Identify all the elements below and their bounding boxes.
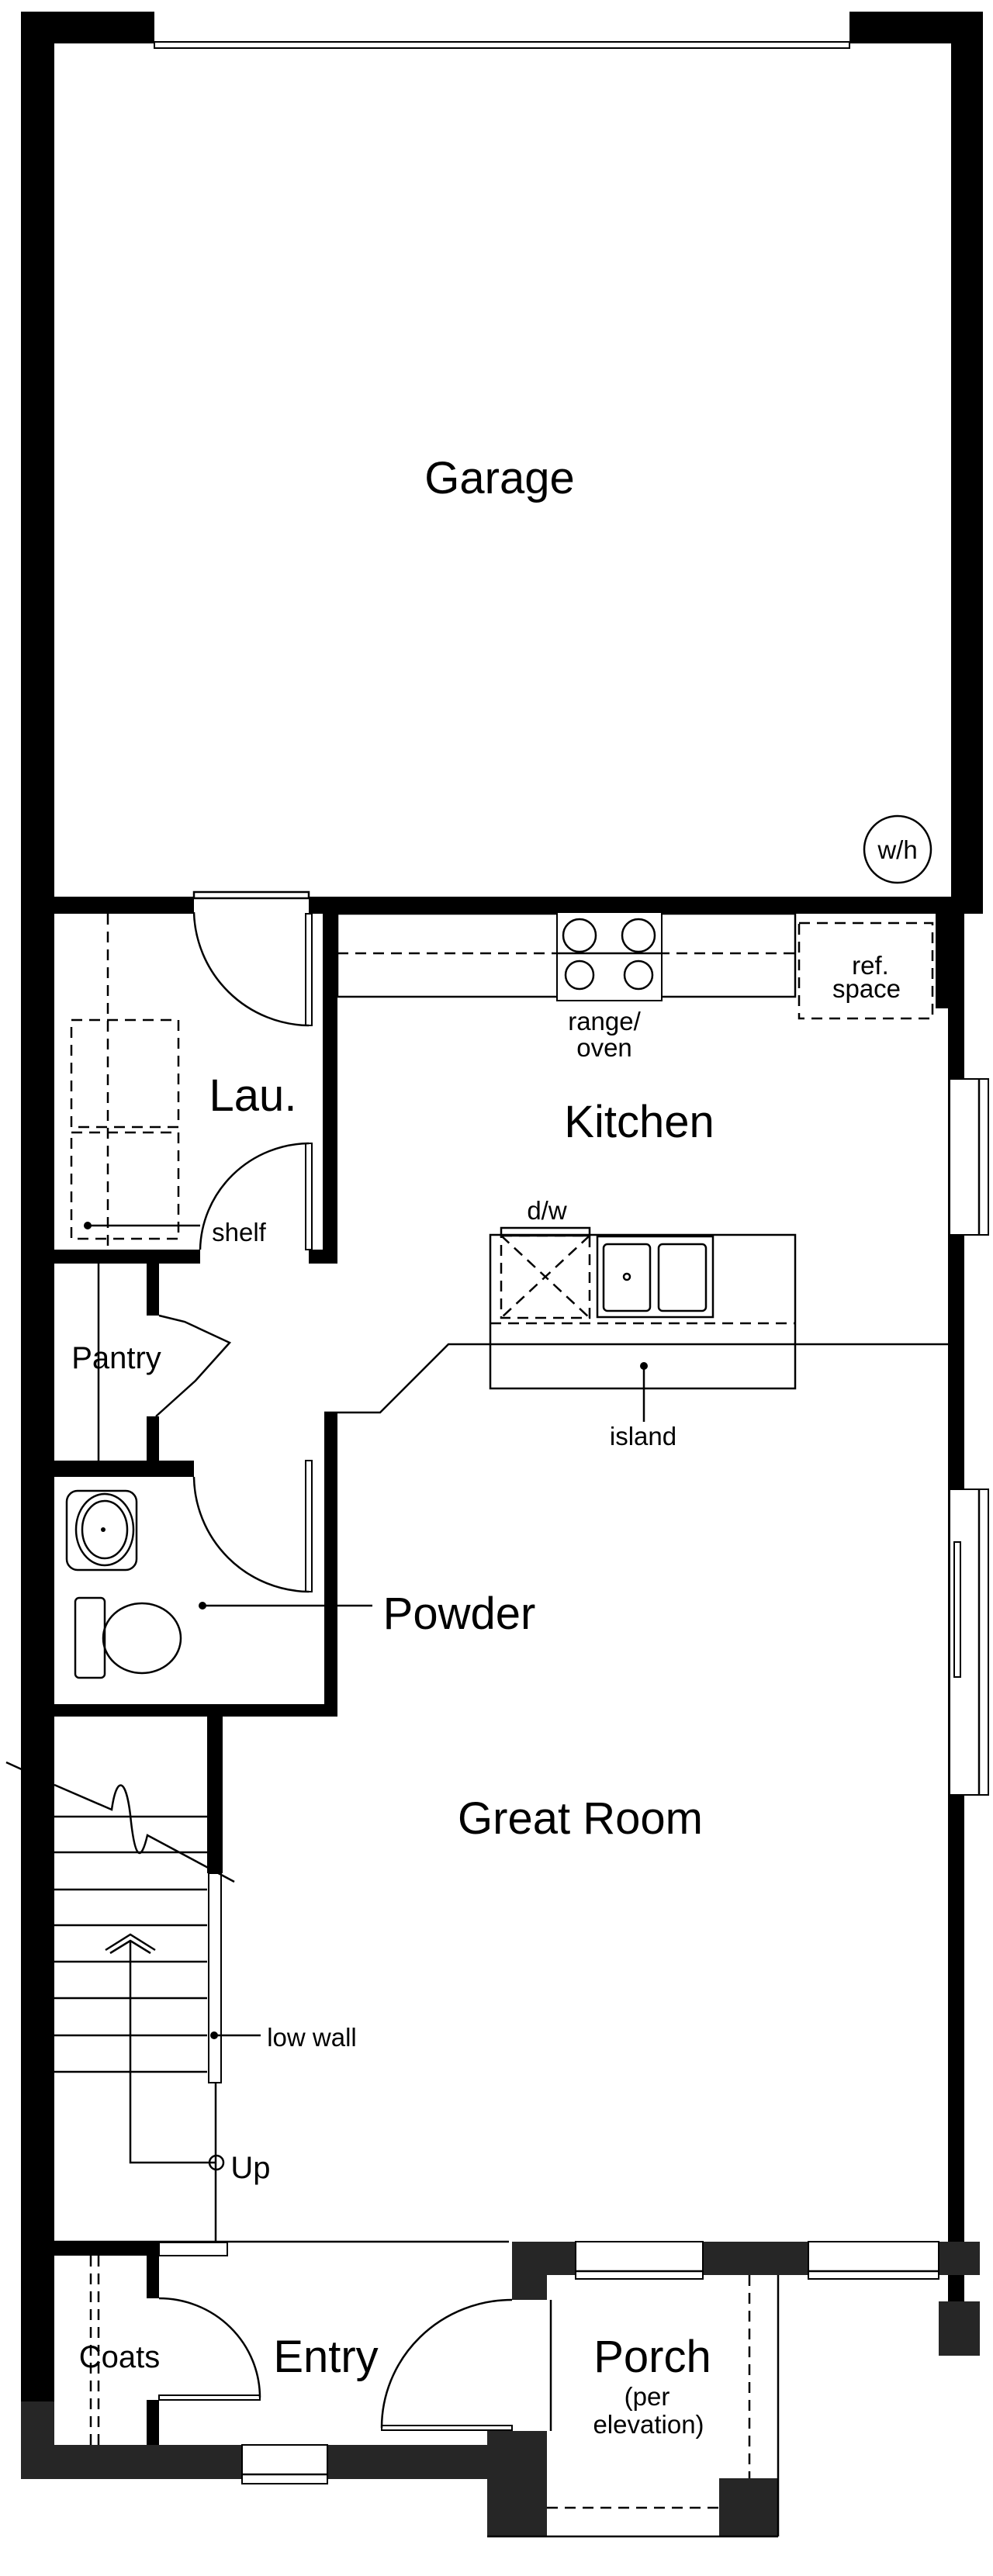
laundry-door-header [192, 890, 310, 900]
kitchen-window [949, 1078, 989, 1236]
porch-note-2: elevation) [593, 2410, 704, 2439]
ref-label-2: space [832, 974, 901, 1003]
garage-door [154, 41, 850, 49]
coats-door[interactable] [158, 2297, 261, 2401]
room-label-great-room: Great Room [458, 1793, 703, 1844]
kitchen-sink [596, 1235, 714, 1319]
water-heater: w/h [863, 814, 932, 884]
entry-window [241, 2444, 328, 2484]
room-label-coats: Coats [79, 2340, 161, 2374]
range-oven [556, 911, 663, 1001]
porch-window-left [575, 2241, 704, 2280]
powder-sink [65, 1489, 138, 1572]
room-label-porch: Porch [593, 2332, 711, 2382]
room-label-laundry: Lau. [209, 1070, 297, 1121]
ref-label-1: ref. [852, 951, 889, 980]
island-label: island [610, 1422, 676, 1451]
washer-dryer [70, 914, 180, 1250]
water-heater-label: w/h [877, 835, 917, 864]
chevron-up-icon [105, 1933, 156, 1955]
laundry-inner-door[interactable] [199, 1142, 313, 1250]
ref-space [798, 921, 934, 1020]
stairs-up-label: Up [230, 2151, 270, 2185]
range-label-2: oven [576, 1033, 632, 1062]
dishwasher-label: d/w [527, 1196, 567, 1225]
room-label-powder: Powder [383, 1589, 536, 1639]
garage-kitchen-wall [54, 897, 194, 914]
powder-door[interactable] [192, 1460, 313, 1593]
porch-note-1: (per [625, 2382, 670, 2411]
room-label-entry: Entry [273, 2332, 378, 2382]
dishwasher [500, 1226, 591, 1319]
toilet [74, 1596, 182, 1679]
room-label-pantry: Pantry [71, 1341, 161, 1375]
laundry-kitchen-wall [323, 911, 337, 1264]
front-door[interactable] [380, 2298, 552, 2431]
low-wall-label: low wall [267, 2023, 357, 2052]
sliding-door [949, 1489, 989, 1796]
shelf-label: shelf [212, 1218, 267, 1247]
porch-window-right [808, 2241, 939, 2280]
room-label-garage: Garage [424, 453, 574, 503]
ceiling-line [324, 1343, 948, 1414]
stair-break-line [5, 1761, 235, 1883]
laundry-door[interactable] [192, 911, 313, 1027]
exterior-walls [21, 12, 983, 2479]
room-label-kitchen: Kitchen [564, 1097, 714, 1147]
stair-wall [207, 1706, 223, 1873]
kitchen-island [489, 1233, 797, 1390]
powder-right-wall [324, 1412, 337, 1717]
range-label-1: range/ [568, 1007, 641, 1036]
stair-arrow [129, 1941, 216, 2164]
low-wall [208, 1872, 222, 2083]
pantry-bifold-door[interactable] [155, 1314, 232, 1417]
